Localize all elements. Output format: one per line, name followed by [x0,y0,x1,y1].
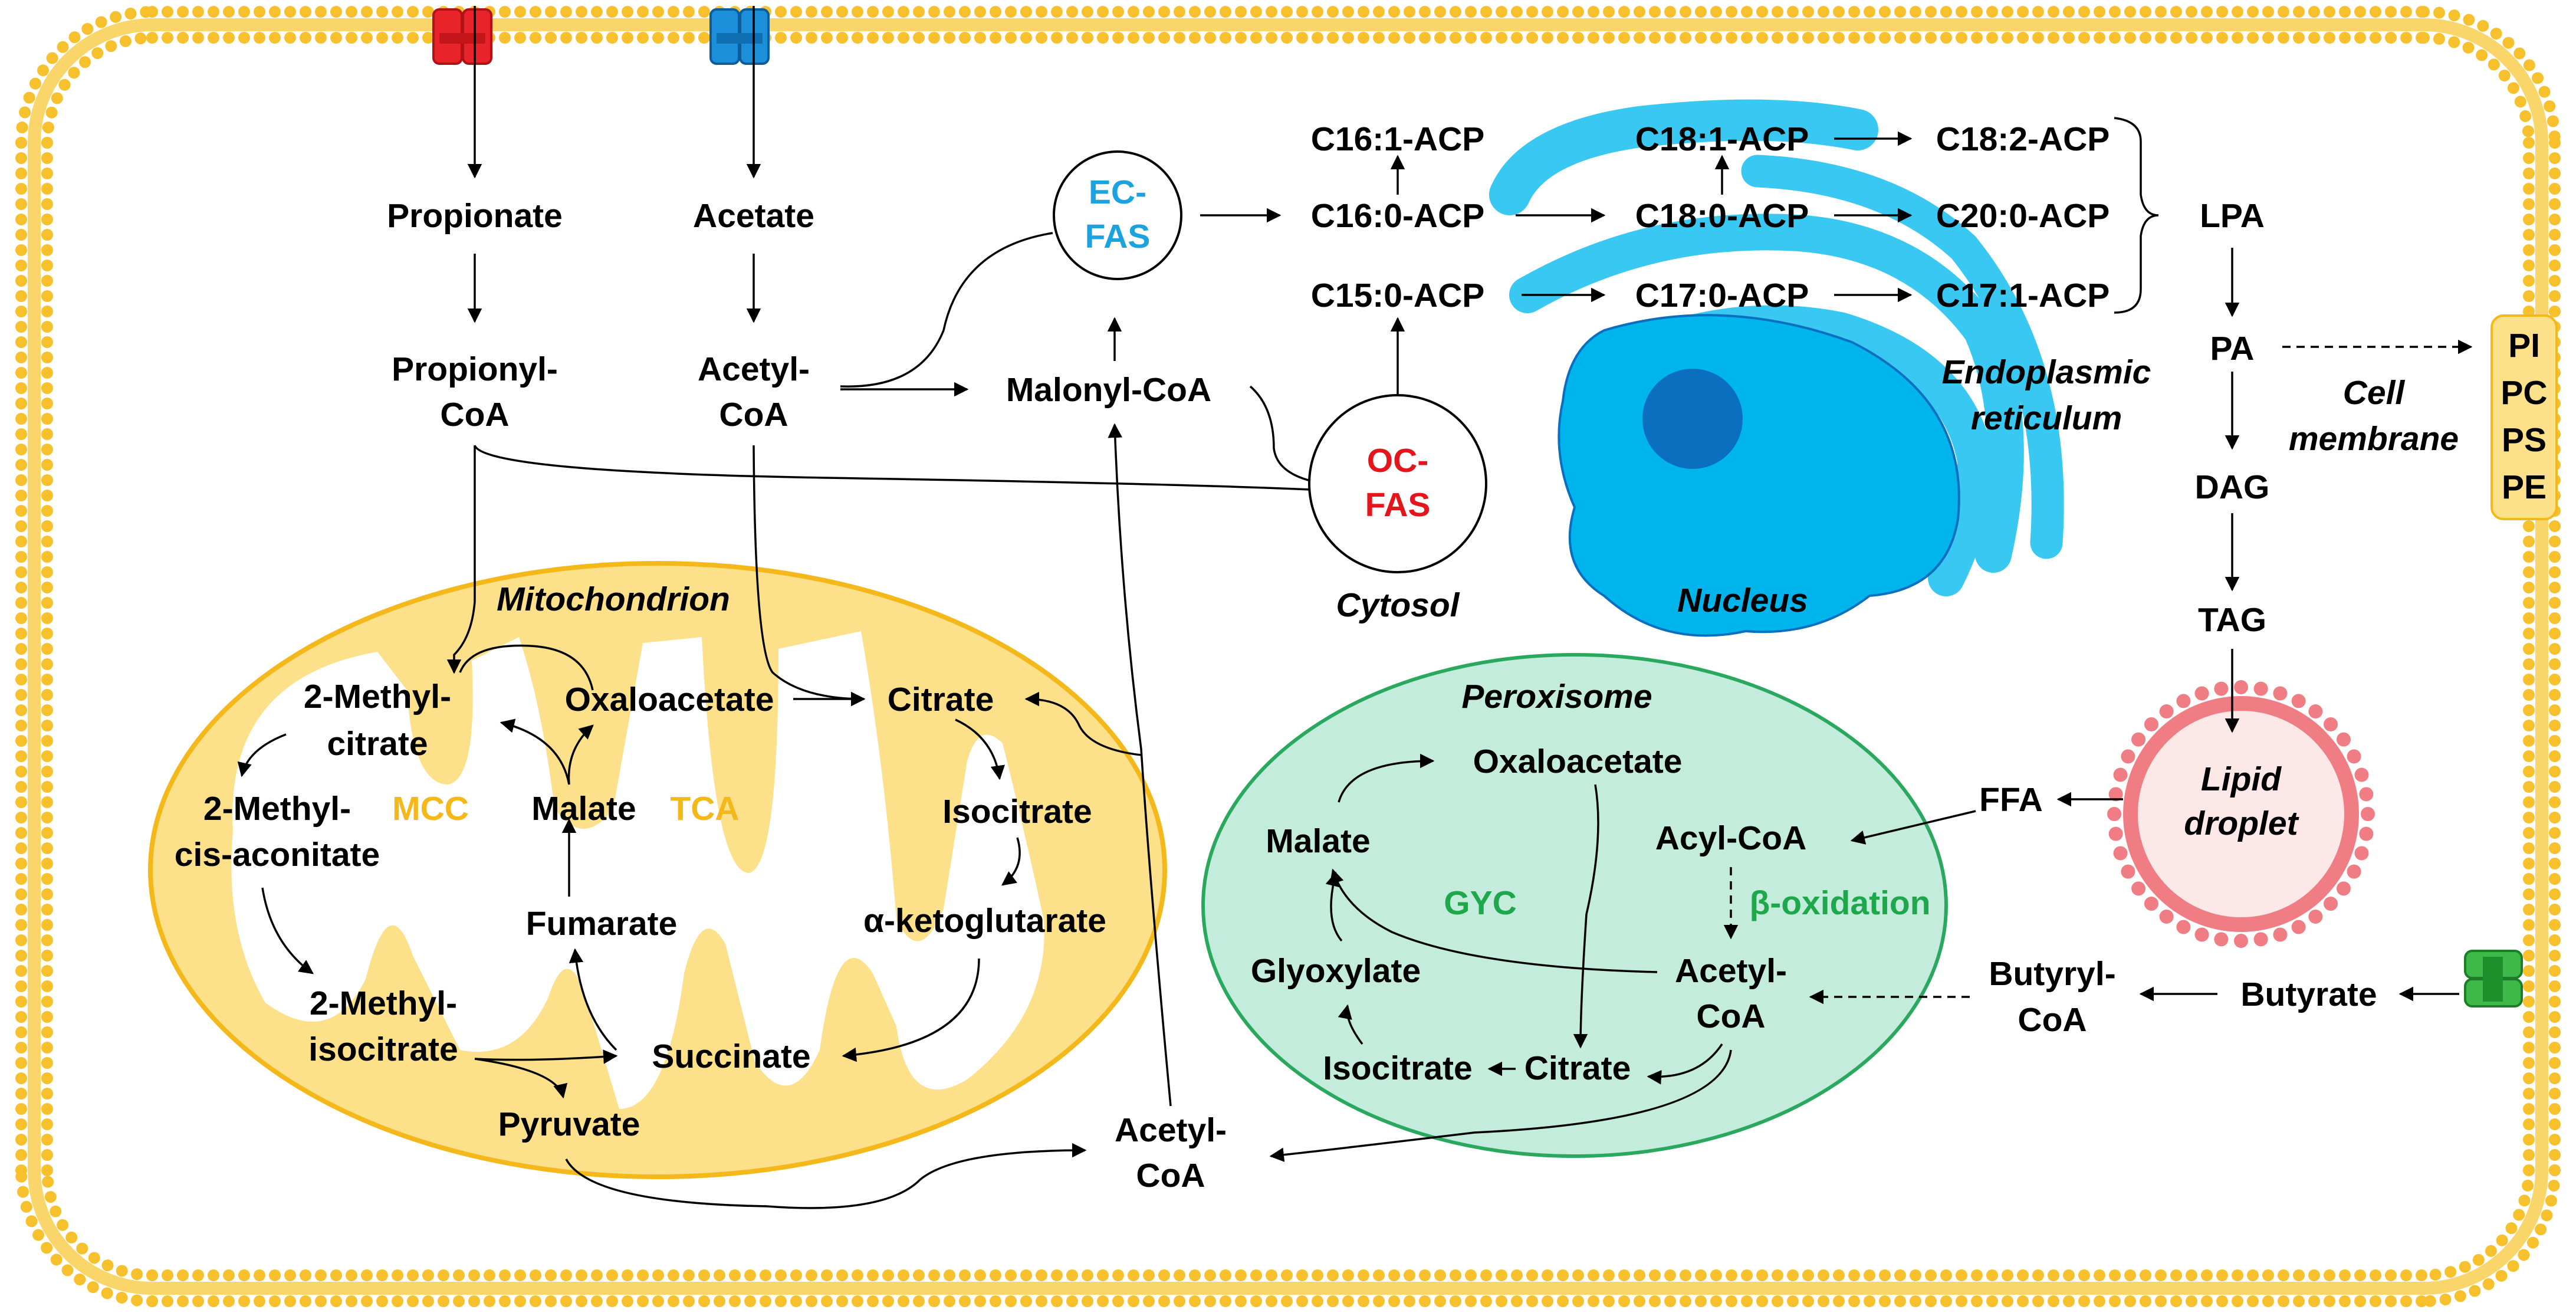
succinate-label: Succinate [652,1038,810,1075]
c18-0-acp-label: C18:0-ACP [1635,197,1809,235]
c17-0-acp-label: C17:0-ACP [1635,277,1809,314]
pi-label: PI [2508,327,2540,365]
mitochondrion-label: Mitochondrion [497,580,730,618]
ps-label: PS [2502,421,2547,459]
dag-label: DAG [2195,468,2270,506]
lpa-label: LPA [2200,197,2265,235]
nucleolus [1642,369,1743,469]
acetate-label: Acetate [693,197,814,235]
acetyl-coa-label-1: Acetyl- [698,350,810,388]
ec-fas-label-2: FAS [1085,218,1151,255]
ec-fas-label-1: EC- [1089,173,1146,211]
c20-0-acp-label: C20:0-ACP [1936,197,2110,235]
propionate-channel-icon [432,8,492,65]
c17-1-acp-label: C17:1-ACP [1936,277,2110,314]
acyl-coa-label: Acyl-CoA [1655,819,1807,857]
pathway-arrows [237,6,2473,1209]
membrane-lipid-heads [15,6,2561,1307]
oc-fas-label-1: OC- [1367,442,1428,480]
glyoxylate-label: Glyoxylate [1251,952,1421,990]
methylcisaconitate-label-2: cis-aconitate [175,836,380,874]
tca-label: TCA [670,790,739,828]
propionyl-coa-label-1: Propionyl- [392,350,558,388]
per-isocitrate-label: Isocitrate [1323,1049,1472,1087]
c18-2-acp-label: C18:2-ACP [1936,120,2110,158]
oc-fas-circle [1308,394,1487,573]
cell-membrane-label-2: membrane [2289,420,2459,458]
mitochondrion [148,561,1167,1179]
cytosol-acetyl-coa-label-2: CoA [1136,1157,1205,1194]
er-label-2: reticulum [1971,399,2122,437]
er-label-1: Endoplasmic [1942,353,2151,391]
pa-label: PA [2210,330,2255,367]
pyruvate-label: Pyruvate [498,1105,640,1143]
nucleus [1558,314,1960,637]
mito-malate-label: Malate [531,790,636,828]
methylcisaconitate-label-1: 2-Methyl- [203,790,351,828]
peroxisome-label: Peroxisome [1461,678,1652,716]
lipid-droplet [2107,680,2375,948]
acetate-channel-icon [709,8,770,65]
butyrate-label: Butyrate [2240,976,2377,1013]
ffa-label: FFA [1979,781,2043,819]
acetyl-coa-label-2: CoA [719,396,788,434]
methylcitrate-label-2: citrate [327,725,428,763]
propionyl-coa-label-2: CoA [440,396,509,434]
aketoglutarate-label: α-ketoglutarate [863,902,1106,940]
c18-1-acp-label: C18:1-ACP [1635,120,1809,158]
mito-oxaloacetate-label: Oxaloacetate [565,681,774,718]
cell-membrane [15,6,2561,1307]
membrane-phospholipids-box [2490,314,2558,520]
per-malate-label: Malate [1266,822,1370,860]
methylisocitrate-label-1: 2-Methyl- [310,984,457,1022]
mcc-label: MCC [392,790,469,828]
labels: Propionate Propionyl- CoA Acetate Acetyl… [175,120,2548,1194]
pc-label: PC [2501,374,2547,412]
butyryl-coa-label-2: CoA [2018,1001,2087,1039]
cell-membrane-label-1: Cell [2343,374,2406,412]
c15-0-acp-label: C15:0-ACP [1311,277,1485,314]
c16-1-acp-label: C16:1-ACP [1311,120,1485,158]
gyc-label: GYC [1444,884,1517,922]
per-citrate-label: Citrate [1524,1049,1631,1087]
c16-0-acp-label: C16:0-ACP [1311,197,1485,235]
lipid-droplet-label-1: Lipid [2201,760,2282,798]
lipid-droplet-label-2: droplet [2184,805,2299,842]
mitochondrion-matrix [231,631,1044,1109]
cytosol-acetyl-coa-label-1: Acetyl- [1115,1111,1227,1149]
mito-isocitrate-label: Isocitrate [942,793,1092,831]
methylcitrate-label-1: 2-Methyl- [304,678,451,716]
malonyl-coa-label: Malonyl-CoA [1006,371,1211,409]
tag-label: TAG [2198,601,2266,639]
methylisocitrate-label-2: isocitrate [308,1031,458,1068]
oc-fas-label-2: FAS [1365,486,1431,524]
propionate-label: Propionate [387,197,563,235]
peroxisome [1201,653,1948,1158]
butyrate-channel-icon [2464,950,2523,1007]
mito-citrate-label: Citrate [888,681,994,718]
per-acetyl-coa-label-2: CoA [1696,997,1765,1035]
ec-fas-circle [1053,150,1182,280]
membrane-band [28,18,2548,1295]
per-acetyl-coa-label-1: Acetyl- [1675,952,1787,990]
cytosol-label: Cytosol [1336,586,1460,624]
pe-label: PE [2502,468,2547,506]
nucleus-label: Nucleus [1677,582,1808,619]
fumarate-label: Fumarate [526,905,678,943]
beta-oxidation-label: β-oxidation [1749,884,1930,922]
butyryl-coa-label-1: Butyryl- [1989,955,2115,993]
per-oxaloacetate-label: Oxaloacetate [1473,743,1683,780]
